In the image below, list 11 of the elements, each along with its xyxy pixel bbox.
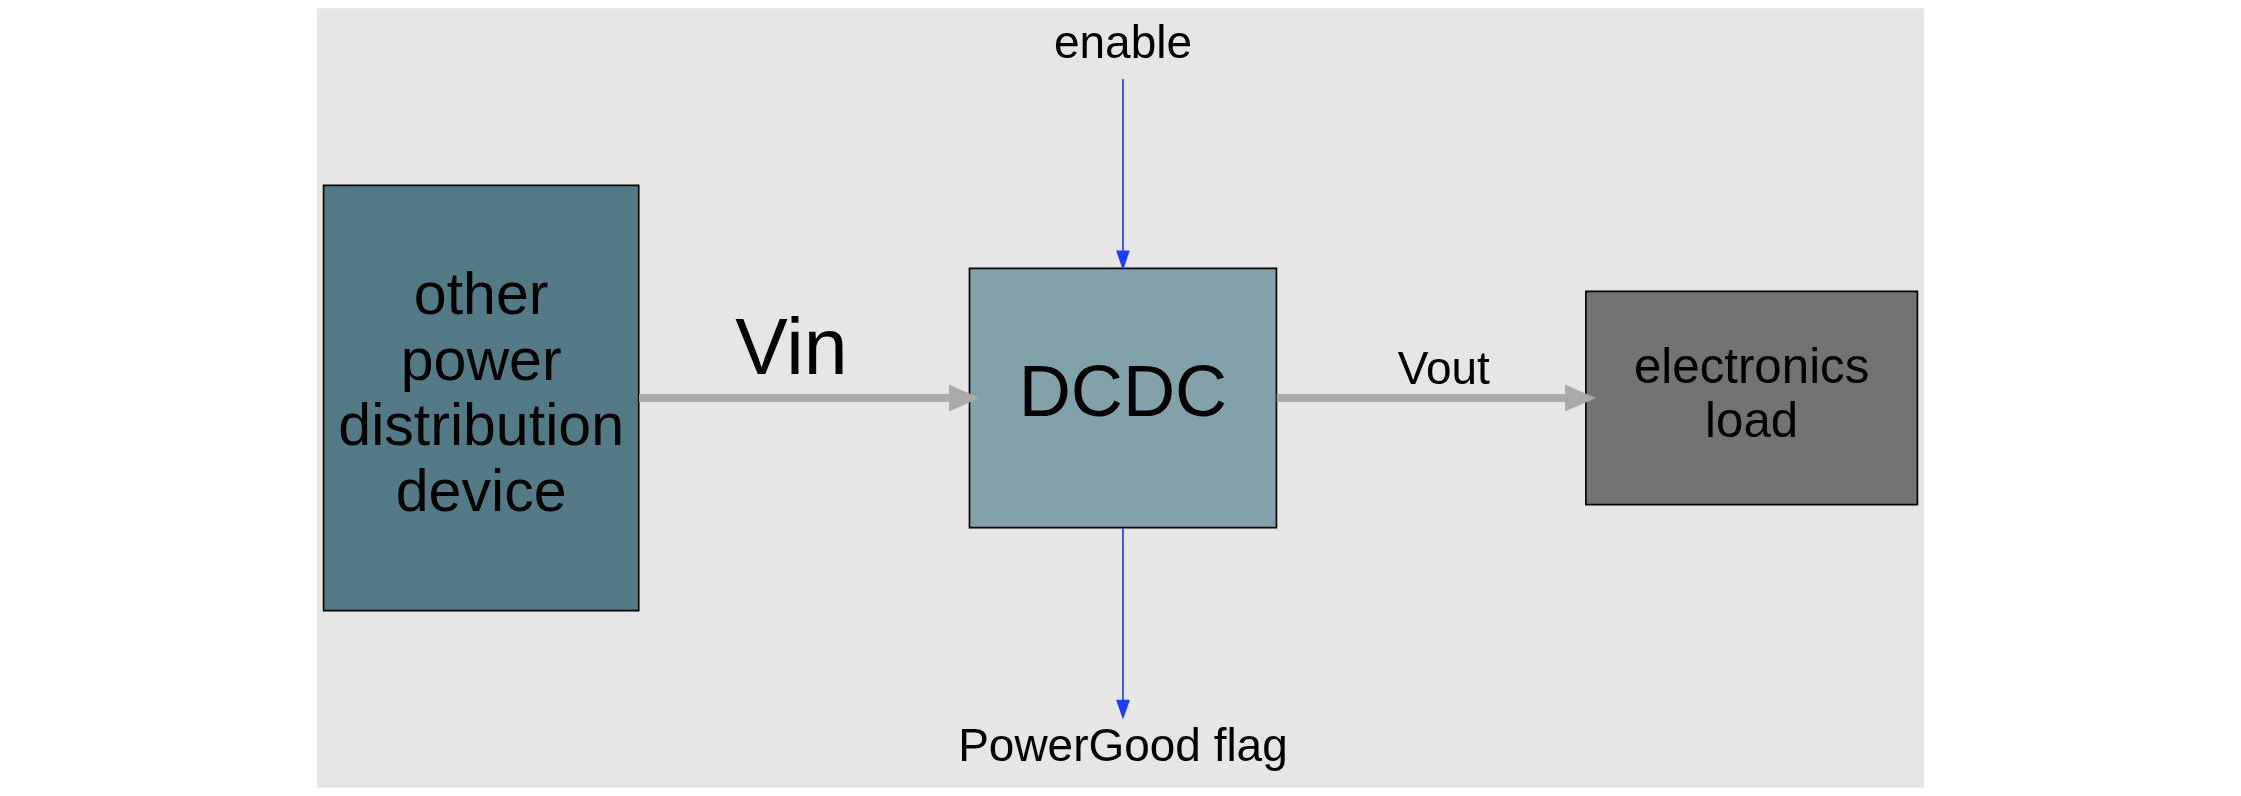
edge-label: Vout (1397, 341, 1490, 394)
node-box: other power distribution device (322, 184, 640, 612)
node-box: electronics load (1585, 290, 1919, 506)
arrow (1276, 384, 1596, 412)
node-text: PowerGood flag (958, 718, 1288, 771)
edge-label: Vin (735, 303, 848, 392)
arrow (639, 384, 980, 412)
node-box: DCDC (968, 267, 1278, 529)
arrow (1116, 527, 1130, 720)
arrow (1116, 78, 1130, 271)
node-text: enable (1053, 16, 1192, 69)
